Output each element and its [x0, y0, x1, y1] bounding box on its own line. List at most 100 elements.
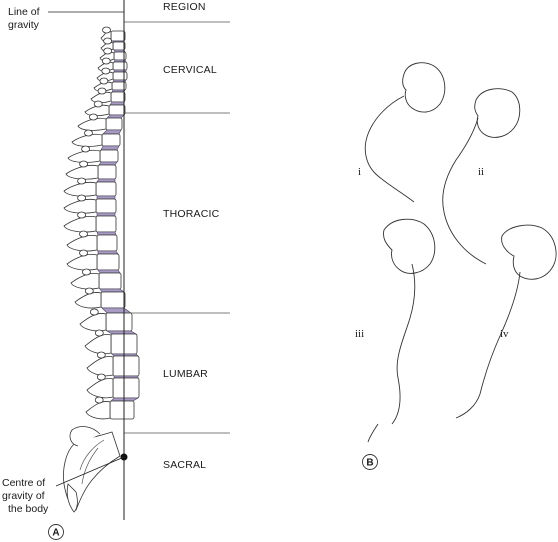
panel-a-badge-letter: A — [52, 528, 59, 539]
vertebra-body — [95, 181, 117, 197]
vertebra-process — [79, 313, 107, 332]
vertebra-process — [63, 198, 97, 214]
intervertebral-disc — [100, 145, 120, 151]
vertebra-facet — [102, 26, 111, 34]
vertebra-facet — [77, 177, 86, 185]
intervertebral-disc — [106, 114, 125, 119]
posture-ii-label: ii — [478, 166, 484, 178]
vertebra-process — [63, 181, 97, 197]
posture-i: i — [358, 62, 446, 203]
vertebra-facet — [77, 211, 86, 219]
vertebra-facet — [96, 373, 106, 381]
vertebra-body — [112, 61, 128, 71]
intervertebral-disc — [98, 161, 118, 166]
posture-iv-label: iv — [500, 328, 509, 340]
vertebra-body — [105, 312, 133, 332]
vertebra-process — [70, 273, 100, 290]
intervertebral-disc — [96, 178, 116, 183]
region-dividers — [124, 21, 230, 434]
centre-pointer — [55, 456, 125, 487]
vertebra-process — [86, 378, 114, 399]
vertebra-facet — [94, 329, 104, 337]
posture-i-head — [402, 62, 446, 113]
vertebra-process — [86, 356, 114, 377]
posture-i-spine — [364, 95, 415, 203]
vertebra-body — [112, 355, 140, 377]
vertebra-facet — [89, 308, 99, 316]
vertebra-facet — [101, 57, 111, 65]
vertebra-facet — [97, 87, 107, 95]
intervertebral-disc — [99, 288, 125, 293]
vertebra-body — [100, 291, 126, 309]
panel-b-badge-letter: B — [366, 458, 373, 469]
vertebra-body — [105, 117, 123, 131]
centre-label-line3: the body — [8, 503, 49, 515]
vertebra-process — [63, 216, 97, 233]
vertebra-facet — [84, 129, 93, 137]
vertebra-facet — [79, 230, 88, 238]
posture-iii-pelvis — [367, 423, 379, 443]
posture-ii: ii — [442, 88, 521, 265]
vertebra-facet — [93, 100, 103, 108]
gravity-label-line2: gravity — [8, 19, 40, 31]
posture-iii: iii — [355, 218, 436, 443]
intervertebral-disc — [96, 212, 116, 217]
sacral-wing — [69, 426, 101, 447]
intervertebral-disc — [105, 330, 138, 335]
vertebra-body — [95, 215, 117, 233]
posture-ii-spine — [442, 117, 487, 265]
intervertebral-disc — [101, 307, 132, 314]
posture-ii-head — [474, 88, 521, 138]
vertebra-facet — [79, 249, 88, 257]
spine-illustration — [63, 26, 140, 420]
posture-i-label: i — [358, 166, 361, 178]
vertebra-facet — [99, 77, 109, 85]
vertebra-body — [95, 198, 117, 214]
vertebra-body — [101, 133, 121, 147]
intervertebral-disc — [102, 129, 122, 135]
posture-iii-head — [383, 218, 436, 274]
vertebra-body — [108, 104, 126, 116]
region-cervical-label: CERVICAL — [163, 64, 217, 76]
vertebra-process — [74, 292, 102, 309]
vertebra-body — [112, 71, 128, 81]
vertebra-facet — [103, 37, 112, 45]
vertebra-facet — [94, 396, 104, 404]
vertebra-facet — [84, 287, 94, 295]
vertebra-body — [96, 234, 118, 252]
gravity-label-line1: Line of — [8, 6, 40, 18]
vertebra-body — [98, 272, 122, 290]
vertebra-body — [99, 149, 119, 163]
posture-iv: iv — [455, 224, 557, 419]
posture-iii-spine — [391, 263, 416, 425]
vertebra-facet — [82, 268, 91, 276]
vertebra-body — [97, 164, 117, 180]
centre-label-line2: gravity of — [2, 490, 45, 502]
vertebra-process — [84, 334, 112, 355]
coccyx — [66, 483, 78, 513]
posture-iv-spine — [455, 271, 521, 419]
panel-a-badge — [48, 524, 64, 540]
panel-a: REGION CERVICAL THORACIC LUMBAR SACRAL L… — [2, 0, 230, 540]
vertebra-body — [112, 377, 140, 399]
sacrum-inner — [79, 439, 105, 485]
vertebra-body — [110, 91, 126, 103]
intervertebral-disc — [109, 101, 125, 106]
intervertebral-disc — [97, 269, 121, 274]
vertebra-facet — [96, 351, 106, 359]
region-sacral-label: SACRAL — [163, 459, 206, 471]
vertebra-body — [109, 400, 135, 420]
intervertebral-disc — [97, 250, 119, 255]
region-header-label: REGION — [163, 1, 206, 13]
posture-iv-head — [501, 224, 557, 280]
intervertebral-disc — [96, 231, 117, 236]
intervertebral-disc — [96, 195, 116, 200]
vertebra-facet — [103, 47, 113, 55]
vertebra-facet — [81, 145, 90, 153]
vertebra-body — [110, 30, 126, 42]
vertebra-body — [96, 253, 120, 271]
vertebra-facet — [79, 160, 88, 168]
vertebra-process — [66, 235, 98, 252]
vertebra-process — [65, 164, 99, 180]
